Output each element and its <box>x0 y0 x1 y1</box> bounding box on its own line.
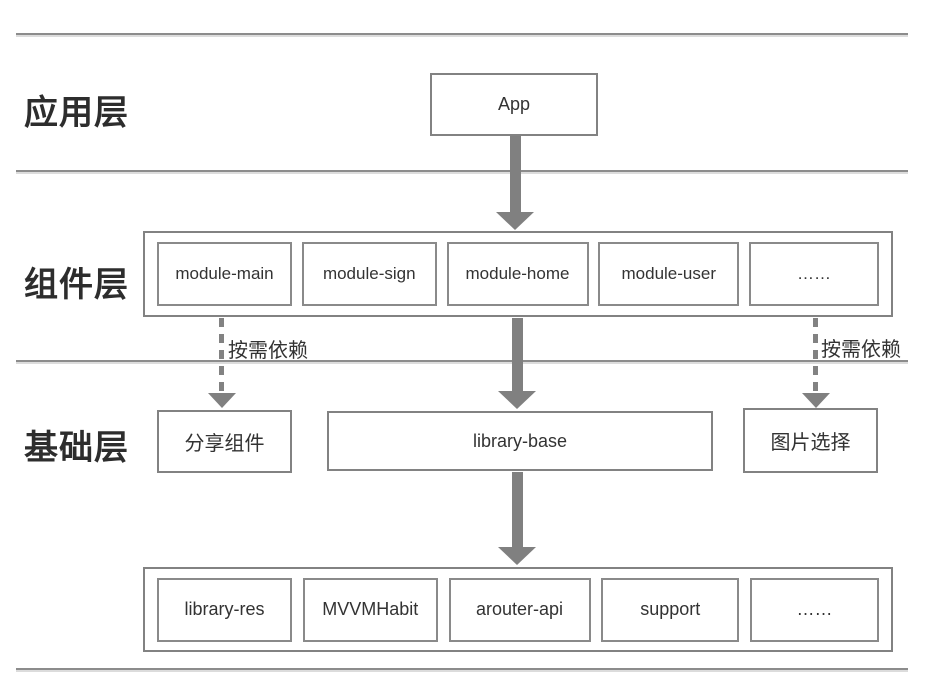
dependency-note-left: 按需依赖 <box>228 340 308 362</box>
module-box-ellipsis: …… <box>749 242 879 306</box>
separator-line-bottom <box>16 668 908 670</box>
layer-label-base: 基础层 <box>24 429 129 467</box>
module-box-main: module-main <box>157 242 292 306</box>
module-box-home: module-home <box>446 242 589 306</box>
foundation-box-ellipsis: …… <box>750 577 879 642</box>
layer-label-app: 应用层 <box>24 94 129 132</box>
app-box: App <box>430 73 598 136</box>
picture-select-box: 图片选择 <box>743 408 878 473</box>
layer-label-component: 组件层 <box>24 266 129 304</box>
arrow-base-to-foundation-head <box>498 547 536 565</box>
dashed-arrow-left-shaft <box>219 318 224 393</box>
arrow-component-to-base-shaft <box>512 318 523 391</box>
separator-line-component-base <box>16 360 908 362</box>
foundation-box-library-res: library-res <box>157 577 292 642</box>
dashed-arrow-right-shaft <box>813 318 818 393</box>
arrow-base-to-foundation-shaft <box>512 472 523 547</box>
foundation-box-support: support <box>601 577 740 642</box>
arrow-app-to-component-head <box>496 212 534 230</box>
foundation-box-arouter-api: arouter-api <box>448 577 591 642</box>
module-box-sign: module-sign <box>301 242 437 306</box>
arrow-app-to-component-shaft <box>510 136 521 212</box>
arrow-component-to-base-head <box>498 391 536 409</box>
separator-line-app-component <box>16 170 908 172</box>
module-box-user: module-user <box>598 242 740 306</box>
dependency-note-right: 按需依赖 <box>821 339 901 361</box>
share-component-box: 分享组件 <box>157 410 292 473</box>
dashed-arrow-left-head <box>208 393 236 408</box>
dashed-arrow-right-head <box>802 393 830 408</box>
foundation-layer-container: library-res MVVMHabit arouter-api suppor… <box>143 567 893 652</box>
library-base-box: library-base <box>327 411 713 471</box>
separator-line-top <box>16 33 908 35</box>
component-layer-container: module-main module-sign module-home modu… <box>143 231 893 317</box>
foundation-box-mvvmhabit: MVVMHabit <box>302 577 438 642</box>
